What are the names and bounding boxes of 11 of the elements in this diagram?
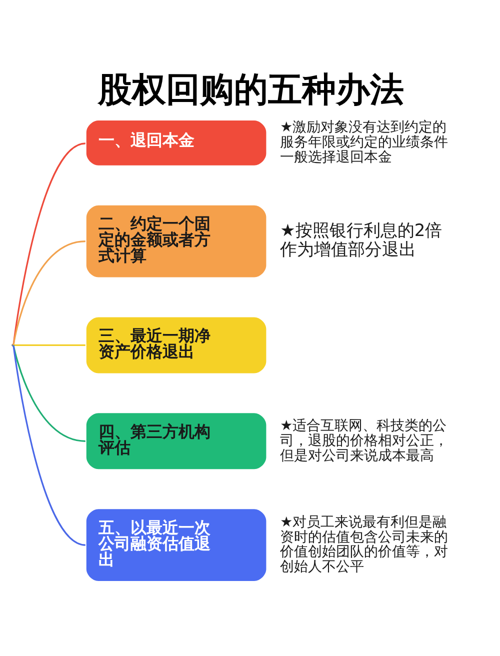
node-label: ★对员工来说最有利但是融资时的估值包含公司未来的价值创始团队的价值等，对创始人不公平 xyxy=(280,514,448,576)
node-label: ★按照银行利息的2倍作为增值部分退出 xyxy=(280,220,442,260)
node-label: ★适合互联网、科技类的公司，退股的价格相对公正，但是对公司来说成本最高 xyxy=(280,418,448,464)
node-box: 一、退回本金 xyxy=(86,120,266,166)
node-box: 五、以最近一次公司融资估值退出 xyxy=(86,509,266,581)
connector xyxy=(14,344,86,346)
node-box: 四、第三方机构评估 xyxy=(86,413,266,470)
node-label: ★激励对象没有达到约定的服务年限或约定的业绩条件一般选择退回本金 xyxy=(280,120,448,166)
node-box: 二、约定一个固定的金额或者方式计算 xyxy=(86,205,266,278)
diagram-title: 股权回购的五种办法 xyxy=(98,70,404,110)
node-box: 三、最近一期净资产价格退出 xyxy=(86,317,266,374)
